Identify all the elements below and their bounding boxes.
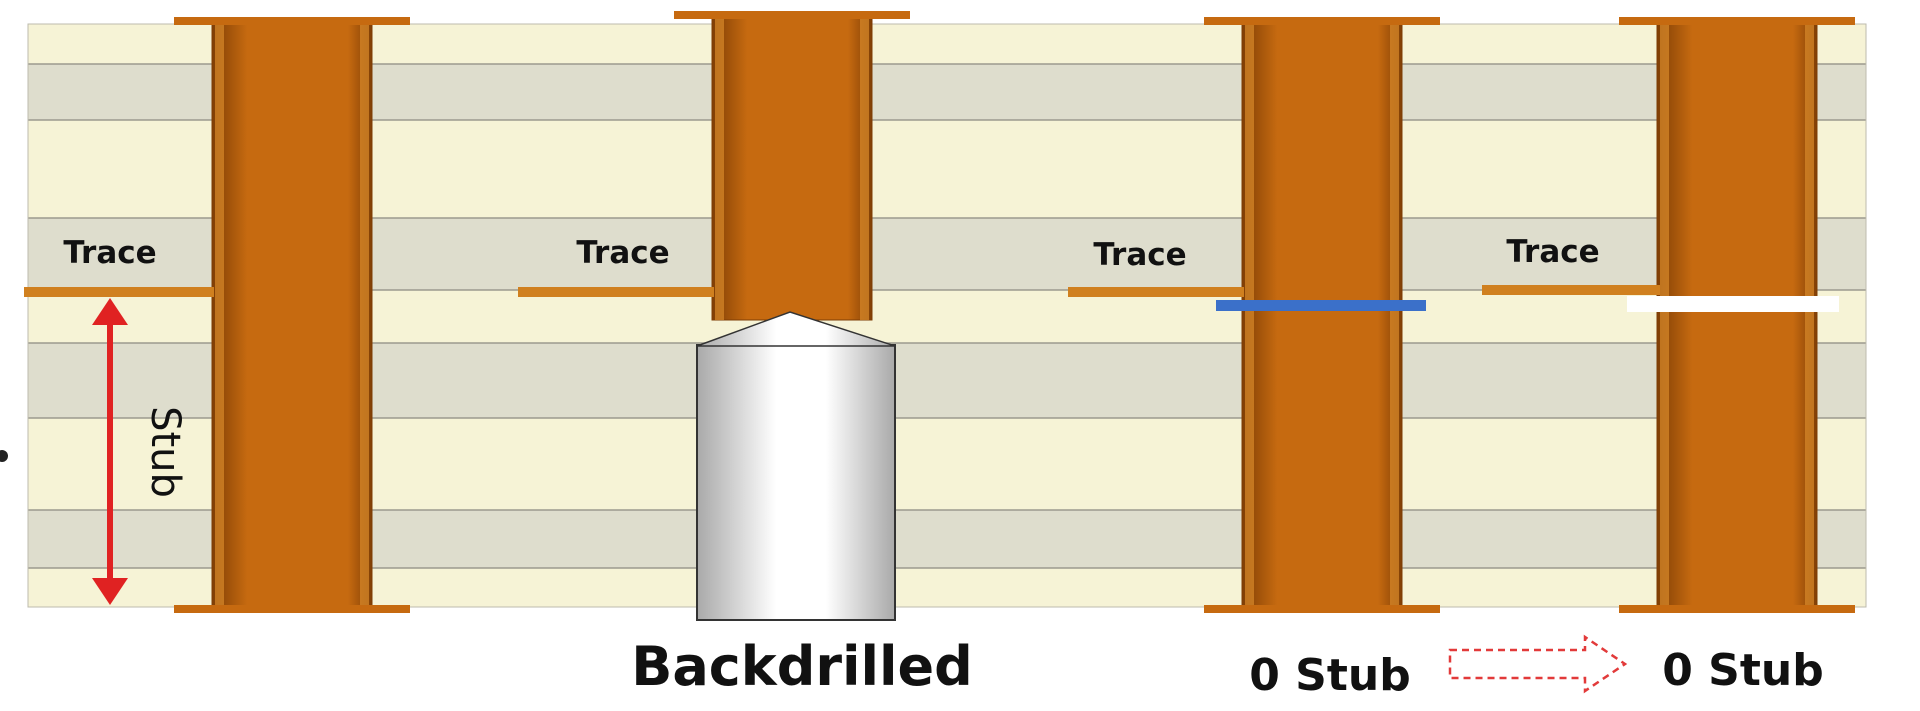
via-copper-barrel — [711, 17, 873, 321]
via-barrel — [1204, 17, 1440, 613]
via-top-pad — [674, 11, 910, 19]
via-rim-right — [860, 18, 869, 320]
trace-label: Trace — [63, 235, 156, 271]
zero-stub-label: 0 Stub — [1249, 650, 1410, 701]
via-barrel — [1619, 17, 1855, 613]
via-bottom-pad — [174, 605, 410, 613]
signal-trace — [24, 287, 214, 297]
via-top-pad — [1204, 17, 1440, 25]
via-rim-right — [1390, 24, 1399, 607]
via-rim-left — [1660, 24, 1669, 607]
via-barrel — [174, 17, 410, 613]
stub-label: Stub — [142, 406, 188, 498]
dashed-arrow — [1448, 634, 1628, 694]
trace-label: Trace — [576, 235, 669, 271]
backdrill-tip — [696, 311, 896, 347]
white-stub-cut — [1627, 296, 1839, 312]
via-rim-right — [360, 24, 369, 607]
edge-mark — [0, 450, 8, 462]
via-bottom-pad — [1204, 605, 1440, 613]
board-outline — [27, 23, 1867, 608]
backdrill-bit — [696, 344, 896, 621]
via-rim-left — [715, 18, 724, 320]
signal-trace — [1482, 285, 1660, 295]
stub-arrow-head-down — [92, 578, 128, 605]
via-rim-left — [215, 24, 224, 607]
stub-arrow-head-up — [92, 298, 128, 325]
via-top-pad — [1619, 17, 1855, 25]
via-rim-right — [1805, 24, 1814, 607]
via-copper-barrel — [1241, 23, 1403, 608]
trace-label: Trace — [1506, 234, 1599, 270]
zero-stub-label: 0 Stub — [1662, 645, 1823, 696]
signal-trace — [1068, 287, 1244, 297]
via-copper-barrel — [211, 23, 373, 608]
via-top-pad — [174, 17, 410, 25]
via-rim-left — [1245, 24, 1254, 607]
trace-label: Trace — [1093, 237, 1186, 273]
blue-stub-cut — [1216, 300, 1426, 311]
via-bottom-pad — [1619, 605, 1855, 613]
via-copper-barrel — [1656, 23, 1818, 608]
via-barrel — [674, 11, 910, 321]
backdrilled-label: Backdrilled — [631, 635, 973, 698]
signal-trace — [518, 287, 714, 297]
